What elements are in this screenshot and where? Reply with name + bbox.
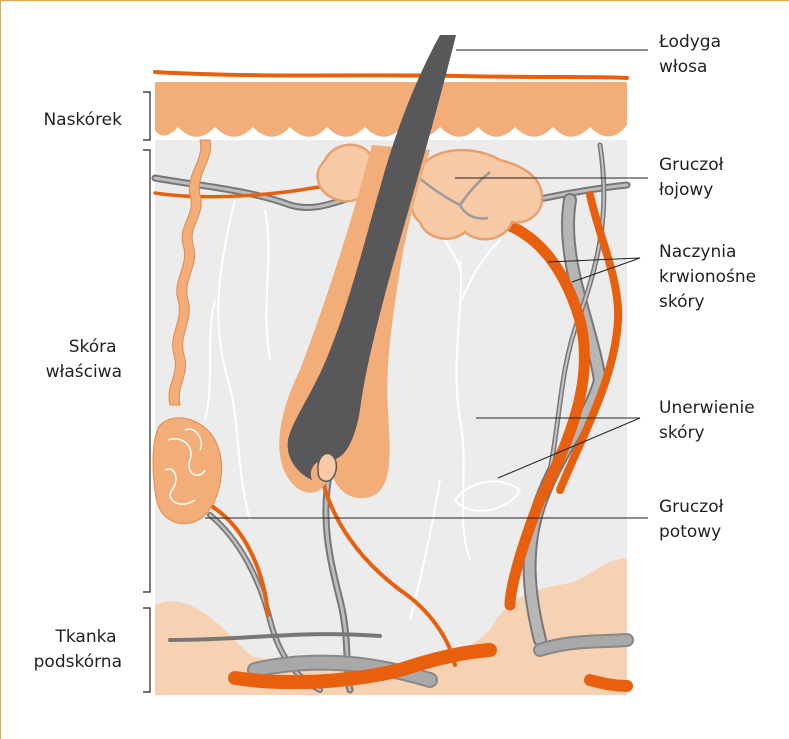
label-sweat-gland-line1: Gruczoł (659, 497, 724, 517)
label-hypodermis: Tkanka podskórna (34, 627, 122, 672)
label-hair-shaft: Łodyga włosa (658, 32, 726, 77)
label-sebaceous-gland-line1: Gruczoł (659, 155, 724, 175)
label-dermis: Skóra właściwa (46, 337, 122, 382)
epidermis-region (155, 82, 627, 137)
label-hair-shaft-line1: Łodyga (658, 32, 721, 52)
label-blood-vessels-line2: krwionośne (659, 267, 756, 287)
label-epidermis: Naskórek (43, 110, 122, 130)
label-blood-vessels: Naczynia krwionośne skóry (659, 242, 762, 312)
label-dermis-line1: Skóra (69, 337, 117, 357)
label-sweat-gland-line2: potowy (659, 522, 721, 542)
label-blood-vessels-line1: Naczynia (659, 242, 736, 262)
label-sebaceous-gland-line2: łojowy (659, 180, 713, 200)
sweat-gland-coil (153, 418, 222, 524)
label-hypodermis-line1: Tkanka (55, 627, 117, 647)
label-sweat-gland: Gruczoł potowy (659, 497, 729, 542)
label-sebaceous-gland: Gruczoł łojowy (659, 155, 729, 200)
hair-papilla (318, 453, 336, 481)
label-hypodermis-line2: podskórna (34, 652, 122, 672)
label-epidermis-line1: Naskórek (43, 110, 122, 130)
label-dermis-line2: właściwa (46, 362, 122, 382)
label-blood-vessels-line3: skóry (659, 292, 705, 312)
label-innervation-line1: Unerwienie (659, 398, 755, 418)
layer-braces (143, 92, 150, 692)
label-innervation: Unerwienie skóry (659, 398, 760, 443)
label-innervation-line2: skóry (659, 423, 705, 443)
label-hair-shaft-line2: włosa (659, 57, 707, 77)
